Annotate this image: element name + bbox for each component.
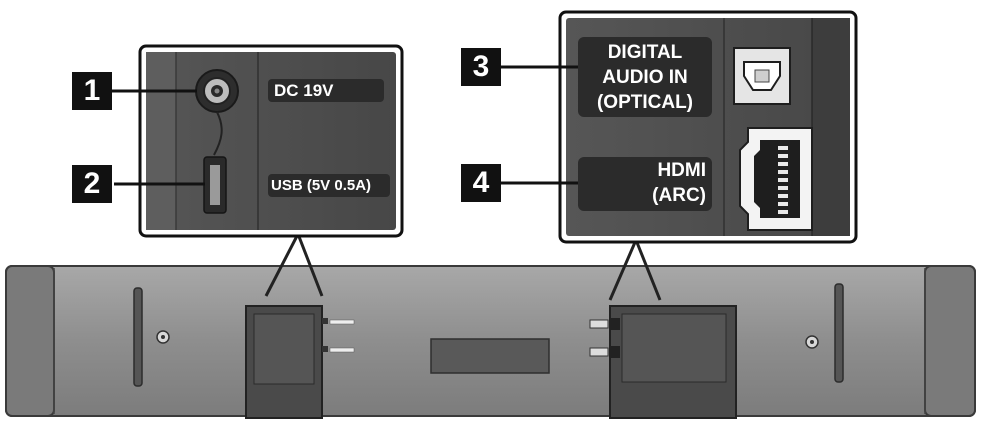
- right-mount-slot: [834, 283, 844, 383]
- dc-jack-icon: [195, 69, 239, 113]
- hdmi-arc-label: HDMI (ARC): [578, 158, 706, 208]
- digital-audio-in-label-line-1: DIGITAL: [607, 42, 683, 63]
- digital-audio-in-label-line-3: (OPTICAL): [596, 92, 694, 113]
- callout-number-2: 2: [72, 165, 112, 203]
- right-screw-icon: [805, 335, 819, 349]
- right-zoom-callout: [558, 10, 858, 301]
- usb-label: USB (5V 0.5A): [271, 177, 372, 194]
- callout-number-3: 3: [461, 48, 501, 86]
- right-port-housing: [589, 305, 737, 419]
- hdmi-arc-label-line-1: HDMI: [657, 160, 706, 181]
- hdmi-port-icon: [739, 127, 813, 231]
- left-zoom-callout: [138, 44, 404, 297]
- callout-number-1: 1: [72, 72, 112, 110]
- digital-audio-in-label: DIGITAL AUDIO IN (OPTICAL): [578, 40, 712, 115]
- digital-audio-in-label-line-2: AUDIO IN: [602, 67, 688, 88]
- center-label-plate: [430, 338, 550, 374]
- hdmi-arc-label-line-2: (ARC): [652, 185, 706, 206]
- optical-port-icon: [733, 47, 791, 105]
- left-port-housing: [245, 305, 355, 419]
- usb-port-icon: [203, 156, 227, 214]
- left-screw-icon: [156, 330, 170, 344]
- dc-19v-label: DC 19V: [274, 81, 334, 100]
- callout-number-4: 4: [461, 164, 501, 202]
- left-mount-slot: [133, 287, 143, 387]
